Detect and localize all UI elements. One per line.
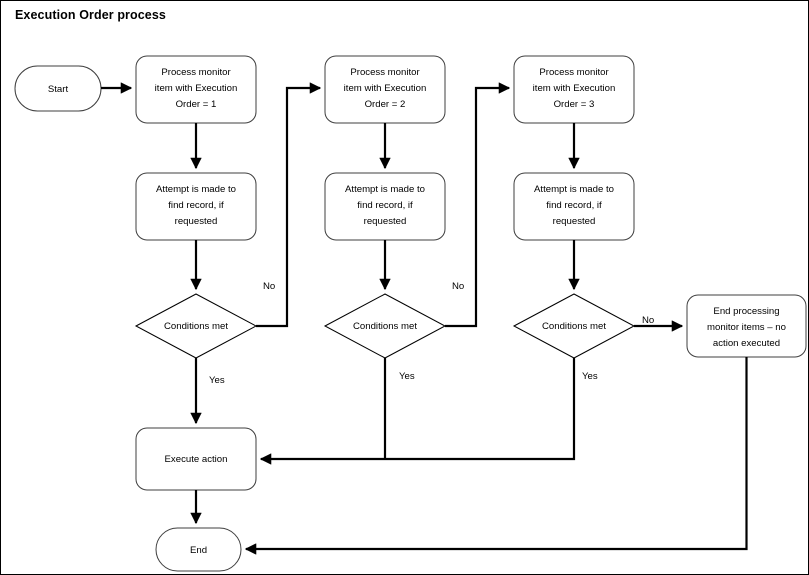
node-end-processing-line2: monitor items – no [707, 322, 786, 333]
node-end-processing[interactable]: End processing monitor items – no action… [686, 294, 807, 358]
node-end-processing-line3: action executed [713, 338, 780, 349]
node-execute-action-label: Execute action [165, 454, 228, 465]
node-decision1-label: Conditions met [164, 321, 228, 332]
node-attempt3-line2: find record, if [546, 200, 602, 211]
edge-decision2-no-to-process3 [445, 82, 511, 328]
node-process2-line2: item with Execution [344, 83, 427, 94]
node-end-label: End [190, 545, 207, 556]
node-decision3-label: Conditions met [542, 321, 606, 332]
node-process1[interactable]: Process monitor item with Execution Orde… [135, 55, 257, 124]
node-start-label: Start [48, 84, 69, 95]
node-decision2[interactable]: Conditions met [323, 293, 447, 359]
edge-label-yes-2: Yes [399, 371, 415, 382]
node-process3[interactable]: Process monitor item with Execution Orde… [513, 55, 635, 124]
node-attempt3-line3: requested [553, 216, 596, 227]
node-attempt1-line1: Attempt is made to [156, 184, 236, 195]
edge-decision3-yes-to-execute [259, 358, 576, 465]
edge-label-yes-1: Yes [209, 375, 225, 386]
edge-label-no-2: No [452, 281, 464, 292]
node-process1-line2: item with Execution [155, 83, 238, 94]
node-attempt2-line3: requested [364, 216, 407, 227]
node-attempt3[interactable]: Attempt is made to find record, if reque… [513, 172, 635, 241]
node-attempt3-line1: Attempt is made to [534, 184, 614, 195]
node-attempt1[interactable]: Attempt is made to find record, if reque… [135, 172, 257, 241]
node-process2-line3: Order = 2 [365, 99, 406, 110]
node-end[interactable]: End [155, 527, 242, 572]
node-start[interactable]: Start [14, 65, 102, 112]
edge-label-no-3: No [642, 315, 654, 326]
node-process3-line3: Order = 3 [554, 99, 595, 110]
node-process2-line1: Process monitor [350, 67, 420, 78]
node-process3-line2: item with Execution [533, 83, 616, 94]
edge-label-no-1: No [263, 281, 275, 292]
node-end-processing-line1: End processing [713, 306, 779, 317]
node-attempt2-line2: find record, if [357, 200, 413, 211]
edge-decision1-no-to-process2 [256, 82, 322, 328]
node-attempt2-line1: Attempt is made to [345, 184, 425, 195]
node-process1-line3: Order = 1 [176, 99, 217, 110]
node-execute-action[interactable]: Execute action [135, 427, 257, 491]
node-decision1[interactable]: Conditions met [134, 293, 258, 359]
node-process2[interactable]: Process monitor item with Execution Orde… [324, 55, 446, 124]
node-decision2-label: Conditions met [353, 321, 417, 332]
node-attempt2[interactable]: Attempt is made to find record, if reque… [324, 172, 446, 241]
edge-end-processing-to-end [244, 357, 748, 555]
edge-label-yes-3: Yes [582, 371, 598, 382]
node-attempt1-line2: find record, if [168, 200, 224, 211]
node-process3-line1: Process monitor [539, 67, 609, 78]
page-title: Execution Order process [15, 8, 166, 22]
node-attempt1-line3: requested [175, 216, 218, 227]
node-process1-line1: Process monitor [161, 67, 231, 78]
node-decision3[interactable]: Conditions met [512, 293, 636, 359]
